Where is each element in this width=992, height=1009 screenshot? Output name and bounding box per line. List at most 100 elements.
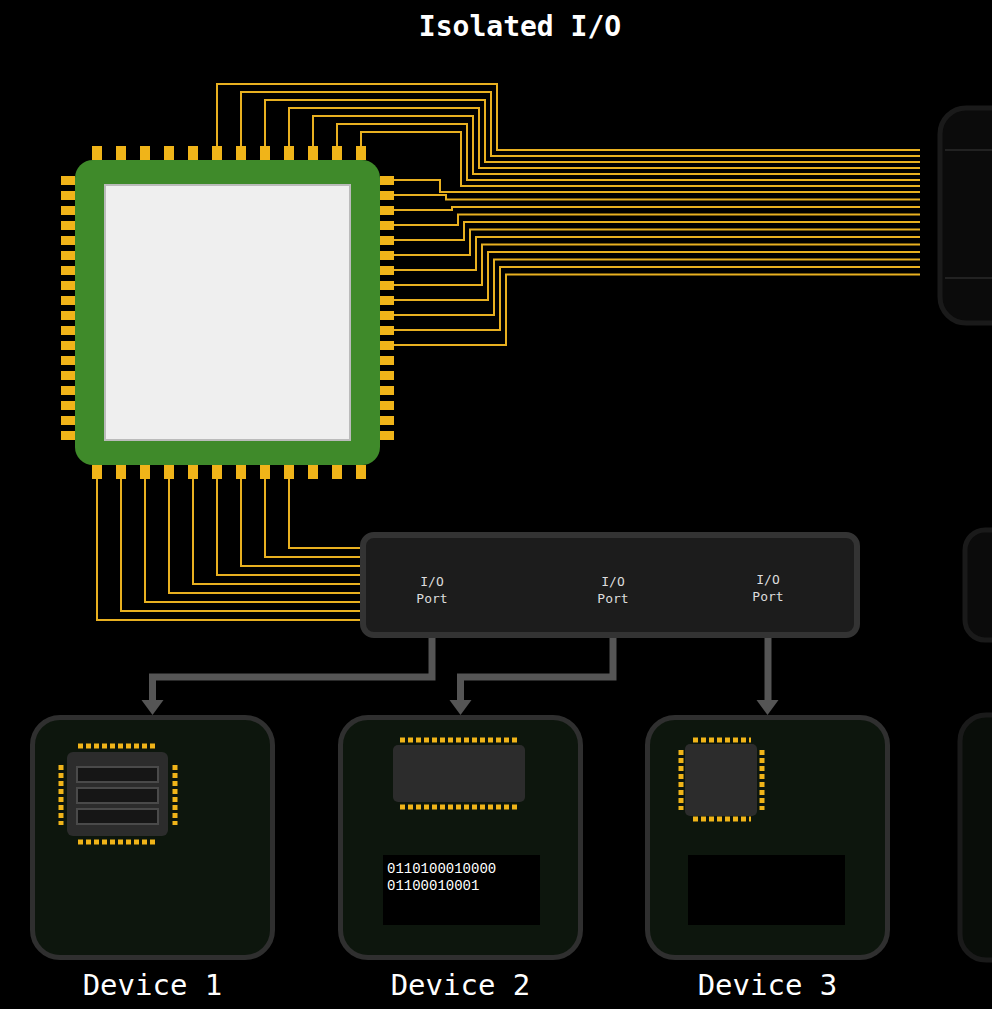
wire — [394, 207, 920, 210]
wire — [121, 479, 362, 611]
pin — [61, 296, 75, 305]
pin — [212, 465, 222, 479]
port-label: I/O Port — [746, 572, 790, 606]
connector-line — [153, 638, 433, 702]
pin — [380, 176, 394, 185]
display-box — [688, 855, 845, 925]
pin — [61, 401, 75, 410]
pin — [61, 326, 75, 335]
pin — [380, 296, 394, 305]
wire — [193, 479, 362, 584]
wire — [394, 195, 920, 200]
faded-line — [945, 277, 992, 279]
pin — [188, 465, 198, 479]
pin — [61, 281, 75, 290]
wire — [217, 479, 362, 575]
chip — [685, 744, 757, 816]
pin — [61, 191, 75, 200]
pin — [380, 371, 394, 380]
port-connector — [450, 638, 614, 715]
binary-display: 0110100010000 01100010001 — [383, 855, 540, 925]
pin — [356, 146, 366, 160]
chip-pins — [61, 146, 394, 479]
connector-line — [765, 638, 772, 702]
pin — [380, 341, 394, 350]
arrow-head — [142, 700, 164, 715]
pin — [164, 465, 174, 479]
pin — [356, 465, 366, 479]
wire — [394, 267, 920, 330]
pin — [380, 416, 394, 425]
memory-bar — [77, 767, 158, 782]
pin-row — [59, 765, 64, 825]
pin — [61, 221, 75, 230]
binary-text: 0110100010000 01100010001 — [387, 861, 536, 895]
port-connector — [142, 638, 433, 715]
wire — [97, 479, 362, 620]
pin — [61, 356, 75, 365]
pin — [332, 146, 342, 160]
pin — [116, 465, 126, 479]
pin — [61, 206, 75, 215]
pin — [284, 465, 294, 479]
pin-row — [693, 817, 751, 822]
pin — [380, 431, 394, 440]
io-port-panel: I/O PortI/O PortI/O Port — [360, 532, 860, 638]
chip — [67, 752, 168, 836]
faded-line — [945, 149, 992, 151]
pin — [380, 221, 394, 230]
pin — [380, 386, 394, 395]
pin — [260, 465, 270, 479]
wire — [394, 245, 920, 286]
pin — [380, 206, 394, 215]
pin — [380, 326, 394, 335]
port-label: I/O Port — [591, 574, 635, 608]
arrow-head — [757, 700, 779, 715]
connector-line — [461, 638, 614, 702]
pin — [61, 416, 75, 425]
device-box: Device 3 — [645, 715, 890, 1005]
faded-panel — [965, 530, 992, 640]
wire — [241, 479, 362, 566]
pin — [380, 311, 394, 320]
pin — [212, 146, 222, 160]
pin — [188, 146, 198, 160]
pin — [380, 266, 394, 275]
device-label: Device 3 — [625, 968, 910, 1002]
port-connector — [757, 638, 779, 715]
memory-bar — [77, 788, 158, 803]
pin — [61, 371, 75, 380]
device-illustration — [30, 715, 275, 960]
pin — [61, 251, 75, 260]
pin — [380, 281, 394, 290]
wire — [394, 237, 920, 270]
pin — [284, 146, 294, 160]
diagram-title: Isolated I/O — [48, 10, 992, 43]
pin-row — [679, 750, 684, 810]
pin — [61, 176, 75, 185]
pin — [308, 146, 318, 160]
pin — [61, 236, 75, 245]
pin — [61, 266, 75, 275]
chip-die — [105, 185, 350, 440]
pin — [380, 356, 394, 365]
device-outline — [30, 715, 275, 960]
wire — [289, 479, 362, 548]
wire — [145, 479, 362, 602]
chip-body — [75, 160, 380, 465]
pin — [236, 146, 246, 160]
faded-panel — [960, 715, 992, 960]
pin — [380, 251, 394, 260]
pin — [140, 465, 150, 479]
pin-row — [173, 765, 178, 825]
pin-row — [400, 805, 520, 810]
pin — [61, 341, 75, 350]
pin — [308, 465, 318, 479]
pin — [116, 146, 126, 160]
pin — [61, 386, 75, 395]
pin — [236, 465, 246, 479]
device-box: Device 20110100010000 01100010001 — [338, 715, 583, 1005]
pin — [380, 401, 394, 410]
pin — [140, 146, 150, 160]
